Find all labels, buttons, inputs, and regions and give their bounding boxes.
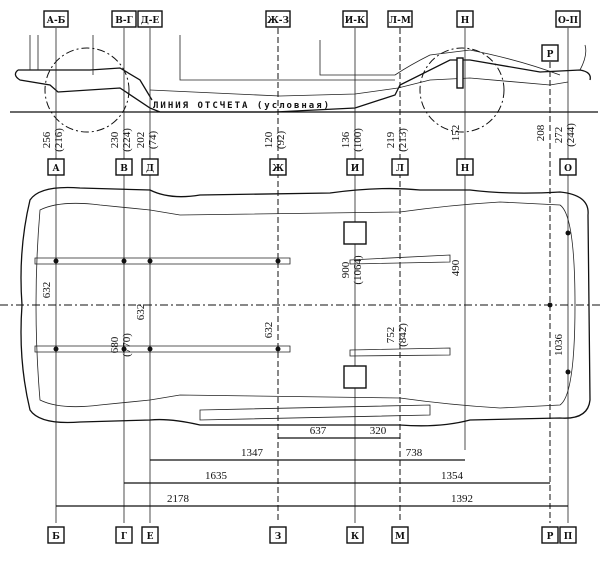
datum-lines: [55, 28, 569, 523]
length-1354: 1354: [441, 470, 464, 482]
label-e: Е: [147, 532, 154, 542]
length-1347: 1347: [241, 447, 264, 459]
label-r: Р: [547, 50, 554, 60]
length-1635: 1635: [205, 470, 228, 482]
height-n: 152: [450, 125, 462, 142]
label-k: К: [351, 532, 360, 542]
height-values: 256 (216) 230 (224) 202 (74) 120 (92) 13…: [41, 123, 577, 152]
label-d: Д: [146, 164, 154, 174]
label-n: Н: [461, 16, 470, 26]
width-zh: 632: [263, 322, 275, 339]
length-738: 738: [406, 447, 423, 459]
width-values: 632 680 (770) 632 632 900 (1064) 752 (84…: [41, 255, 565, 357]
width-l: 752: [385, 327, 397, 344]
length-637: 637: [310, 425, 327, 437]
height-d-alt: (74): [147, 131, 159, 150]
width-v-alt: (770): [121, 333, 133, 357]
label-d-e: Д-Е: [141, 16, 160, 26]
height-a: 256: [41, 131, 53, 148]
plan-view: [0, 186, 602, 427]
reference-line-caption: ЛИНИЯ ОТСЧЕТА (условная): [153, 101, 331, 111]
height-i: 136: [340, 131, 352, 148]
label-o-p: О-П: [558, 16, 579, 26]
width-o: 1036: [553, 334, 565, 357]
label-a-b: А-Б: [47, 16, 66, 26]
label-v-g: В-Г: [115, 16, 133, 26]
label-o: О: [564, 164, 572, 174]
height-v: 230: [109, 131, 121, 148]
side-profile: ЛИНИЯ ОТСЧЕТА (условная): [10, 35, 598, 133]
height-d: 202: [135, 132, 147, 149]
label-b: Б: [52, 532, 60, 542]
length-1392: 1392: [451, 493, 473, 505]
height-o: 272: [553, 127, 565, 144]
width-d: 632: [135, 304, 147, 321]
height-zh-alt: (92): [275, 131, 287, 150]
label-zh: Ж: [272, 164, 284, 174]
label-n2: Н: [461, 164, 470, 174]
height-zh: 120: [263, 131, 275, 148]
label-l-m: Л-М: [389, 16, 411, 26]
label-v: В: [120, 164, 128, 174]
height-v-alt: (224): [121, 128, 133, 152]
width-i: 900: [340, 261, 352, 278]
bottom-labels: Б Г Е З К М Р П: [47, 526, 577, 544]
length-320: 320: [370, 425, 387, 437]
height-i-alt: (100): [352, 128, 364, 152]
height-l: 219: [385, 131, 397, 148]
width-n: 490: [450, 259, 462, 276]
label-zh-z: Ж-З: [267, 16, 289, 26]
height-l-alt: (213): [397, 128, 409, 152]
width-a: 632: [41, 282, 53, 299]
mid-labels: А В Д Ж И Л Н О: [47, 158, 577, 176]
width-l-alt: (842): [397, 323, 409, 347]
label-i-k: И-К: [345, 16, 366, 26]
height-o-alt: (244): [565, 123, 577, 147]
label-g: Г: [121, 532, 128, 542]
height-a-alt: (216): [53, 128, 65, 152]
width-v: 680: [109, 336, 121, 353]
length-2178: 2178: [167, 493, 190, 505]
label-z: З: [275, 532, 282, 542]
label-l: Л: [396, 164, 404, 174]
label-r-bottom: Р: [547, 532, 554, 542]
label-a: А: [52, 164, 60, 174]
label-i: И: [351, 164, 360, 174]
label-p: П: [564, 532, 573, 542]
top-labels: А-Б В-Г Д-Е Ж-З И-К Л-М Н О-П Р: [43, 10, 581, 62]
label-m: М: [395, 532, 405, 542]
length-dimensions: 637 320 1347 738 1635 1354 2178 1392: [56, 425, 568, 507]
height-r: 208: [535, 124, 547, 141]
width-i-alt: (1064): [352, 255, 364, 285]
